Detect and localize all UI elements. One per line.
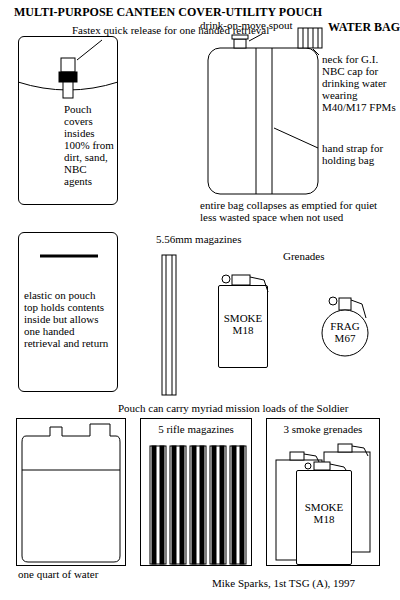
magazine-stripe (212, 446, 216, 564)
canteen (22, 424, 120, 562)
magazine-stripe (180, 446, 184, 564)
cap-ridge (308, 28, 309, 48)
magazine-body (230, 446, 246, 564)
magazine (162, 255, 176, 395)
magazine-stripe (240, 446, 244, 564)
grenade-body (322, 310, 368, 356)
leader-line (274, 128, 318, 148)
pull-ring (305, 463, 311, 469)
magazine-rib (172, 255, 173, 395)
part-label: 5.56mm magazines (156, 233, 242, 245)
pouch-closed: Pouch covers insides 100% from dirt, san… (18, 36, 118, 205)
smoke-grenade: SMOKE M18 (296, 470, 352, 565)
note-text: entire bag collapses as emptied for quie… (200, 199, 396, 223)
magazine-body (170, 446, 186, 564)
smoke-grenade-top (222, 275, 268, 292)
hand-strap (272, 48, 273, 194)
fuze (338, 444, 352, 452)
part-label: Grenades (283, 250, 325, 262)
magazine-body (210, 446, 226, 564)
spout (234, 39, 246, 48)
magazine-stripe (220, 446, 224, 564)
buckle-strap (63, 82, 73, 98)
closed-pouch-detail (18, 40, 118, 98)
cap-ridge (303, 28, 304, 48)
callout-text: drink-on-move spout (200, 19, 293, 31)
node-text: elastic on pouch top holds contents insi… (24, 289, 112, 349)
load-box: 3 smoke grenadesSMOKE M18 (266, 418, 380, 566)
callout-text: neck for G.I. NBC cap for drinking water… (322, 53, 396, 113)
node-text: 3 smoke grenades (267, 423, 379, 435)
node-text: one quart of water (18, 568, 158, 580)
magazine-rib (166, 255, 167, 395)
node-text: SMOKE M18 (297, 501, 351, 525)
magazine-body (162, 255, 176, 395)
canteen-seam (22, 470, 120, 471)
nbc-cap (298, 28, 322, 48)
magazine-body (150, 446, 166, 564)
magazine-stripe (160, 446, 164, 564)
pull-ring (329, 297, 337, 305)
elastic-band (40, 255, 98, 258)
part-title: WATER BAG (328, 21, 400, 33)
pouch-open: elastic on pouch top holds contents insi… (18, 232, 118, 392)
pull-ring (222, 275, 230, 283)
leader-line (313, 49, 319, 55)
note-text: Pouch can carry myriad mission loads of … (118, 402, 348, 414)
hand-strap (256, 48, 257, 194)
spoon (352, 446, 368, 456)
node-text: Pouch covers insides 100% from dirt, san… (64, 103, 116, 187)
fuze (232, 275, 250, 285)
load-box: one quart of water (16, 418, 126, 566)
magazine-stripe (200, 446, 204, 564)
node-text: SMOKE M18 (219, 312, 267, 336)
rifle-magazines (150, 446, 246, 564)
magazine-stripe (152, 446, 156, 564)
cap-ridge (313, 28, 314, 48)
load-box: 5 rifle magazines (140, 418, 252, 566)
magazine-stripe (172, 446, 176, 564)
frag-grenade: FRAG M67 (321, 309, 369, 357)
buckle-top (61, 58, 75, 72)
magazine-stripe (192, 446, 196, 564)
leader-line (77, 40, 102, 60)
magazine-body (190, 446, 206, 564)
bag-body (208, 48, 318, 194)
node-text: FRAG M67 (321, 320, 369, 344)
water-bag (208, 28, 322, 194)
callout-text: hand strap for holding bag (322, 142, 396, 166)
node-text: 5 rifle magazines (141, 423, 251, 435)
magazine-stripe (232, 446, 236, 564)
cap-ridge (318, 28, 319, 48)
smoke-grenade: SMOKE M18 (218, 285, 268, 368)
title: MULTI-PURPOSE CANTEEN COVER-UTILITY POUC… (14, 6, 322, 18)
fuze (314, 462, 330, 470)
buckle-body (59, 72, 77, 82)
fuze (339, 298, 351, 310)
credit-text: Mike Sparks, 1st TSG (A), 1997 (212, 577, 355, 589)
fuze (290, 452, 304, 460)
